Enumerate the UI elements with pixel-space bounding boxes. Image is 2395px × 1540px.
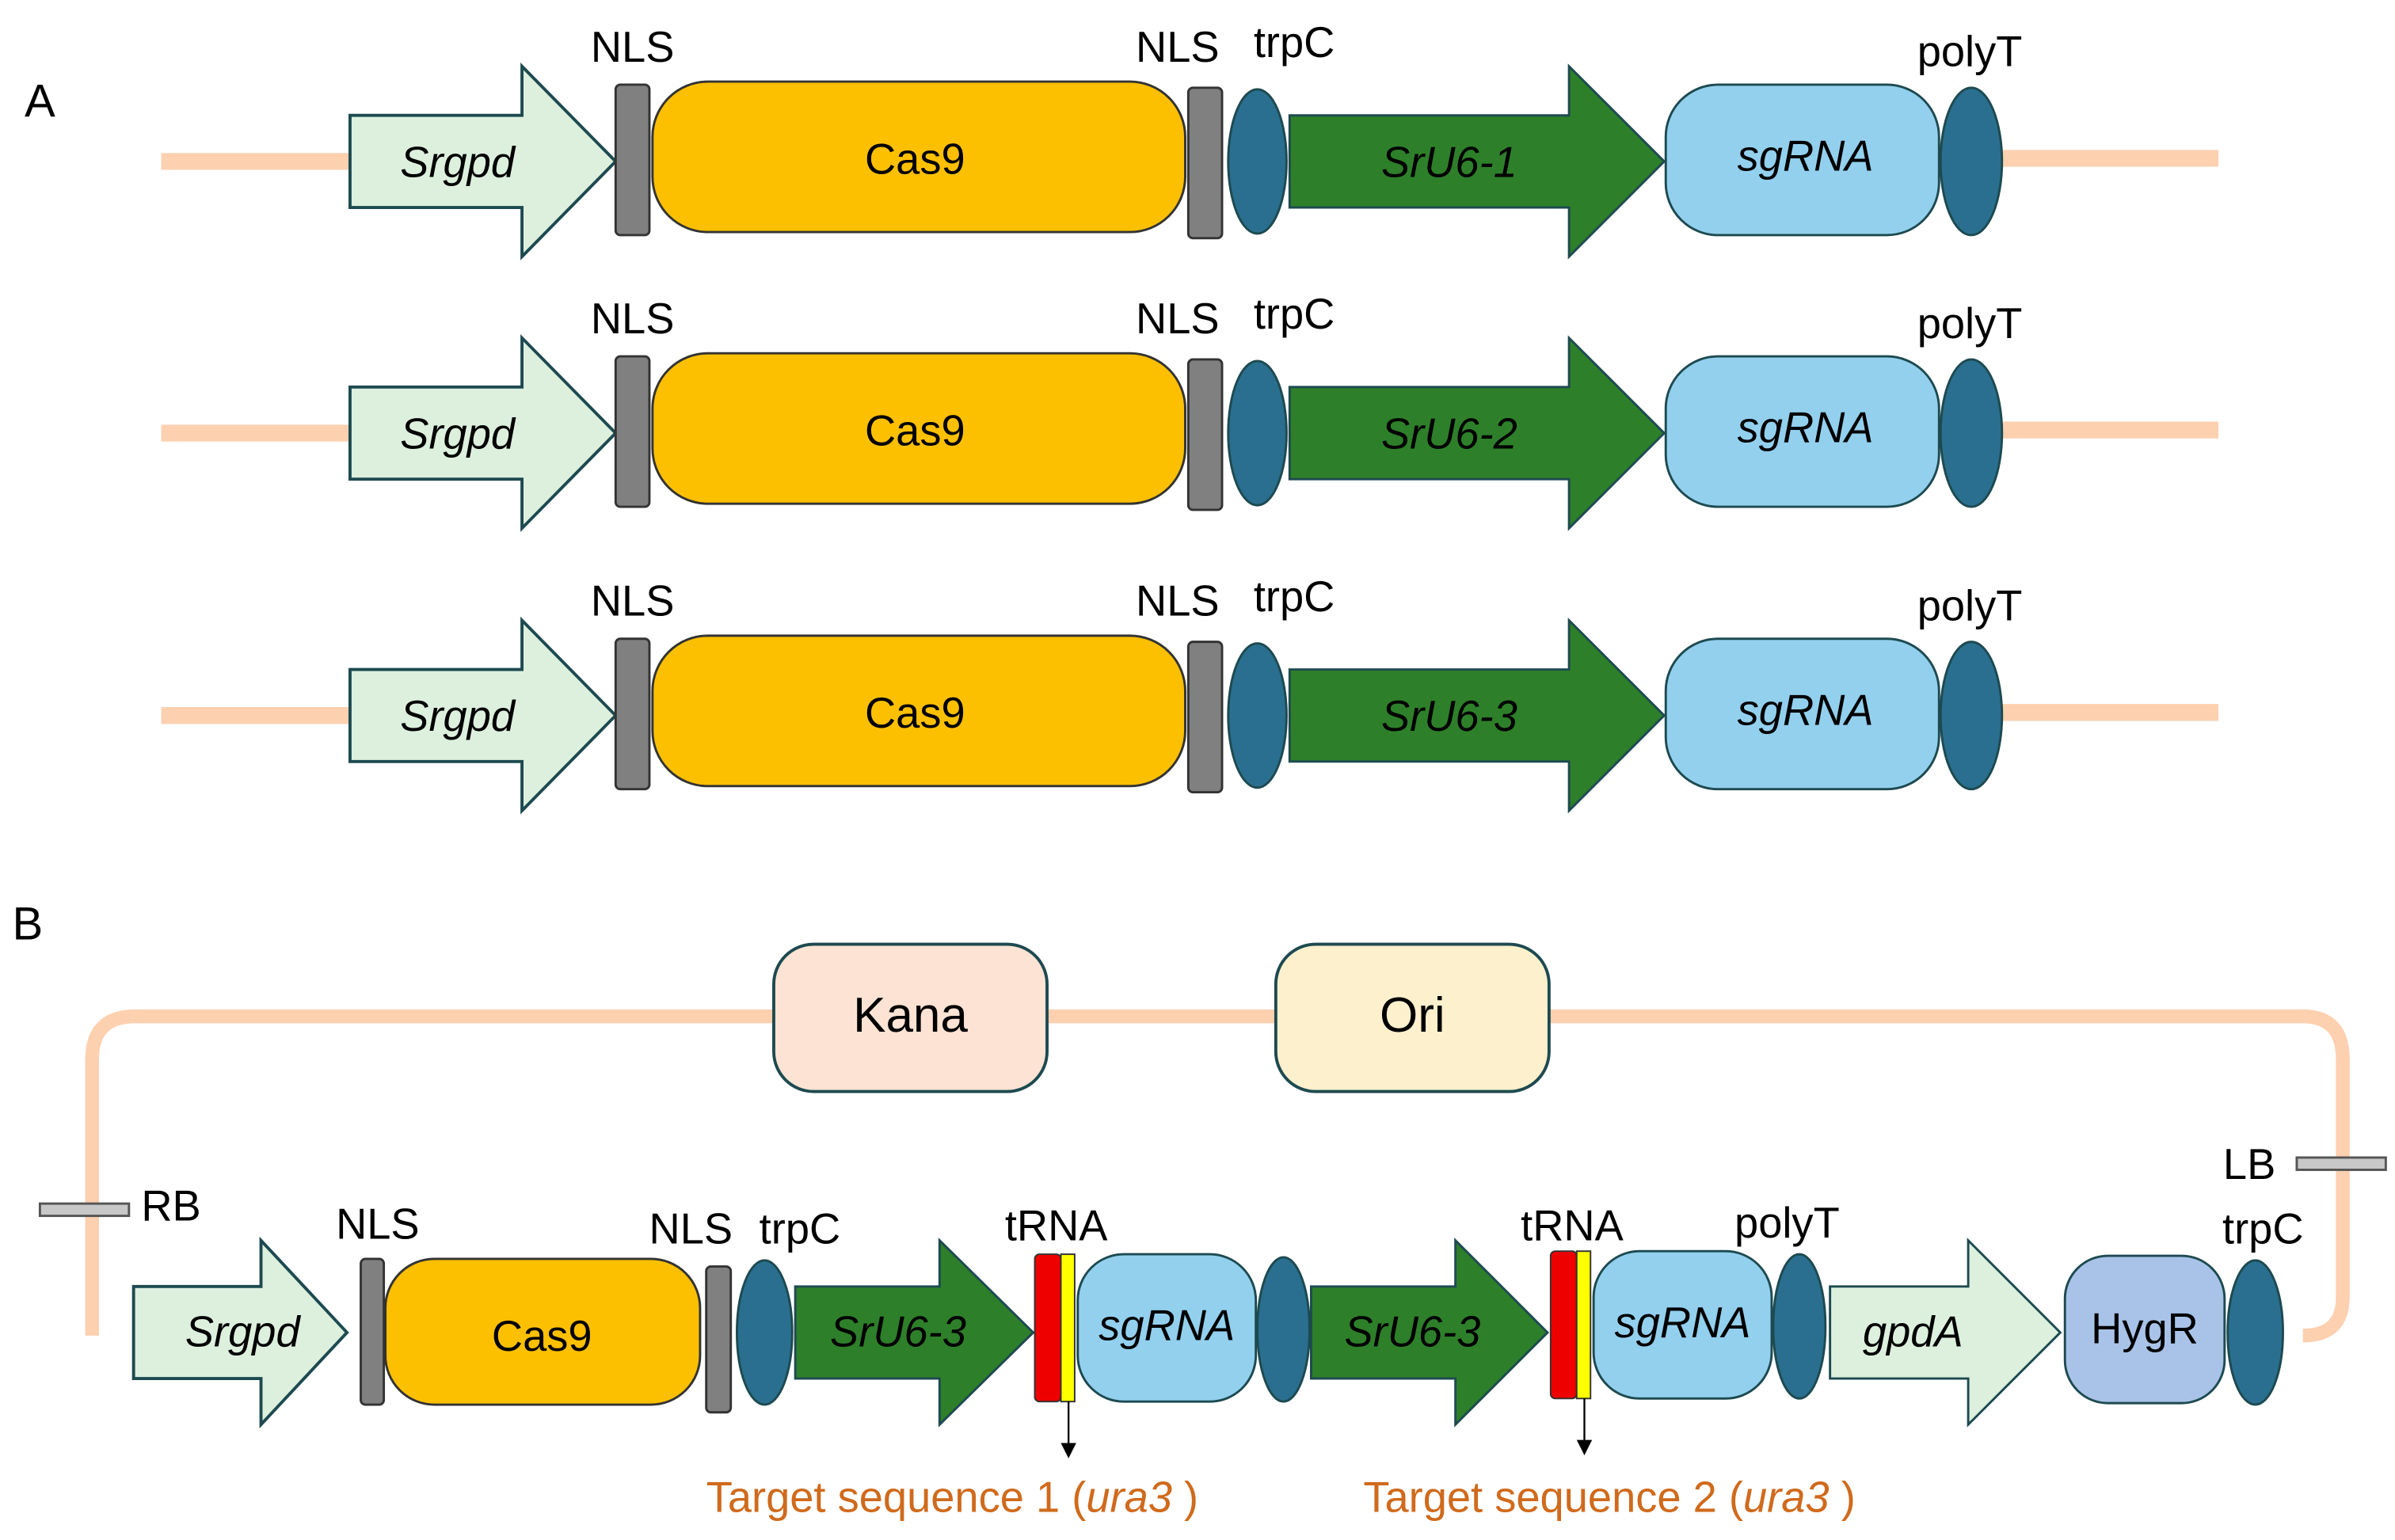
sgrna-box xyxy=(1664,83,1940,237)
srgpd-label: Srgpd xyxy=(400,409,516,458)
cas9-box xyxy=(651,352,1186,505)
sru6-b-label: SrU6-3 xyxy=(1344,1307,1480,1356)
nls-1-label: NLS xyxy=(591,577,675,626)
polyt-terminator xyxy=(1939,358,2004,508)
polyt-terminator-2 xyxy=(1772,1253,1827,1400)
target-sequence-1-caption: Target sequence 1 (ura3 ) xyxy=(706,1473,1198,1522)
trna-1-block xyxy=(1034,1253,1062,1403)
rb-border xyxy=(38,1202,131,1218)
polyt-terminator-1 xyxy=(1256,1256,1311,1403)
hygr-label: HygR xyxy=(2091,1305,2199,1353)
construct-row: Srgpd NLS Cas9 NLS trpC SrU6-1 sgRNA polyT xyxy=(161,18,2219,260)
sru6-promoter-arrow xyxy=(1288,617,1666,814)
trna-1-label: tRNA xyxy=(1005,1202,1108,1250)
gpda-label: gpdA xyxy=(1863,1307,1963,1356)
kana-box xyxy=(772,942,1049,1093)
sru6-label: SrU6-1 xyxy=(1381,138,1517,186)
nls-1-label: NLS xyxy=(591,295,675,343)
cas9-label: Cas9 xyxy=(492,1312,592,1360)
panel-label-a: A xyxy=(25,76,55,127)
trpc-terminator-2 xyxy=(2226,1259,2284,1406)
target-2-block xyxy=(1575,1250,1592,1400)
sru6-label: SrU6-3 xyxy=(1381,692,1517,740)
kana-label: Kana xyxy=(853,988,968,1043)
trna-2-label: tRNA xyxy=(1521,1202,1624,1250)
trpc-terminator xyxy=(1227,642,1288,789)
sgrna-label: sgRNA xyxy=(1738,132,1874,181)
nls-1-block xyxy=(614,355,651,508)
nls-1-label: NLS xyxy=(591,23,675,71)
trpc-2-label: trpC xyxy=(2222,1205,2304,1253)
srgpd-promoter-arrow xyxy=(348,616,619,815)
polyt-terminator xyxy=(1939,641,2004,791)
target-1-arrowhead xyxy=(1060,1443,1076,1458)
nls-1-block xyxy=(614,637,651,791)
sru6-b-promoter-arrow xyxy=(1309,1238,1550,1428)
nls-1-block xyxy=(614,83,651,237)
trpc-1-label: trpC xyxy=(760,1205,841,1253)
plasmid-backbone xyxy=(85,1009,2350,1343)
srgpd-promoter-arrow xyxy=(131,1236,349,1429)
cas9-label: Cas9 xyxy=(865,135,965,183)
polyt-label: polyT xyxy=(1917,28,2023,76)
srgpd-label: Srgpd xyxy=(400,138,516,186)
sgrna-label: sgRNA xyxy=(1738,686,1874,734)
trpc-terminator xyxy=(1227,88,1288,235)
nls-2-block xyxy=(1186,86,1224,240)
cas9-box xyxy=(651,80,1186,234)
polyt-2-label: polyT xyxy=(1734,1199,1840,1247)
cas9-box xyxy=(384,1257,702,1406)
sgrna-box xyxy=(1664,637,1940,791)
trpc-terminator xyxy=(1227,359,1288,507)
trna-2-block xyxy=(1549,1250,1578,1400)
construct-row: Srgpd NLS Cas9 NLS trpC SrU6-3 sgRNA polyT xyxy=(161,572,2219,815)
nls-2-block xyxy=(1186,358,1224,511)
sru6-label: SrU6-2 xyxy=(1381,409,1517,458)
cas9-label: Cas9 xyxy=(865,407,965,455)
sgrna-1-label: sgRNA xyxy=(1099,1302,1235,1350)
nls-2-block xyxy=(1186,641,1224,794)
ori-box xyxy=(1274,942,1551,1093)
gpda-promoter-arrow xyxy=(1829,1238,2062,1428)
sgrna-box xyxy=(1664,355,1940,508)
sgrna-1-box xyxy=(1076,1253,1258,1403)
nls-2-label: NLS xyxy=(1136,295,1220,343)
sru6-promoter-arrow xyxy=(1288,63,1666,260)
nls-1-block xyxy=(360,1257,386,1406)
construct-row: Srgpd NLS Cas9 NLS trpC SrU6-2 sgRNA polyT xyxy=(161,290,2219,532)
srgpd-label: Srgpd xyxy=(185,1307,302,1356)
srgpd-label: Srgpd xyxy=(400,692,516,740)
target-1-block xyxy=(1060,1253,1076,1403)
srgpd-promoter-arrow xyxy=(348,62,619,260)
trpc-label: trpC xyxy=(1254,290,1335,338)
trpc-terminator-1 xyxy=(736,1259,794,1406)
cas9-label: Cas9 xyxy=(865,689,965,737)
nls-2-block xyxy=(705,1265,733,1414)
nls-2-label: NLS xyxy=(1136,577,1220,626)
sru6-a-label: SrU6-3 xyxy=(830,1307,966,1356)
trpc-label: trpC xyxy=(1254,18,1335,67)
sgrna-2-box xyxy=(1592,1249,1773,1400)
sgrna-label: sgRNA xyxy=(1738,404,1874,452)
target-2-arrowhead xyxy=(1576,1439,1593,1456)
lb-border xyxy=(2295,1156,2387,1171)
cas9-box xyxy=(651,634,1186,788)
target-sequence-2-caption: Target sequence 2 (ura3 ) xyxy=(1363,1473,1855,1522)
trpc-label: trpC xyxy=(1254,572,1335,621)
nls-2-label: NLS xyxy=(649,1205,733,1253)
ori-label: Ori xyxy=(1380,988,1445,1043)
hygr-box xyxy=(2063,1254,2226,1405)
polyt-terminator xyxy=(1939,86,2004,237)
sru6-a-promoter-arrow xyxy=(794,1238,1035,1428)
rb-label: RB xyxy=(141,1181,200,1230)
panel-label-b: B xyxy=(13,899,44,950)
nls-1-label: NLS xyxy=(336,1200,420,1249)
polyt-label: polyT xyxy=(1917,299,2023,348)
lb-label: LB xyxy=(2223,1140,2275,1188)
srgpd-promoter-arrow xyxy=(348,334,619,532)
sru6-promoter-arrow xyxy=(1288,335,1666,531)
nls-2-label: NLS xyxy=(1136,23,1220,71)
sgrna-2-label: sgRNA xyxy=(1615,1299,1751,1347)
polyt-label: polyT xyxy=(1917,582,2023,630)
